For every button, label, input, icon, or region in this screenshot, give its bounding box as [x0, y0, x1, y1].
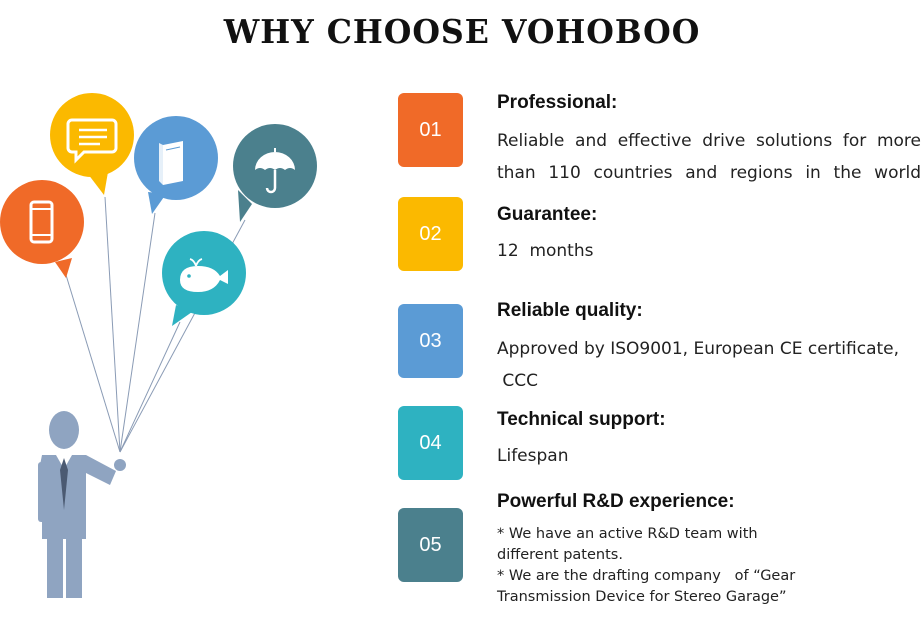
number-badge-01: 01 — [398, 93, 463, 167]
feature-reliable-quality: Reliable quality: Approved by ISO9001, E… — [497, 300, 921, 397]
necktie — [60, 458, 68, 510]
feature-title: Professional: — [497, 92, 618, 113]
feature-title: Powerful R&D experience: — [497, 491, 735, 512]
feature-professional: Professional: Reliable and effective dri… — [497, 92, 921, 189]
number-badge-03: 03 — [398, 304, 463, 378]
feature-title: Technical support: — [497, 409, 666, 430]
balloon-smartphone — [0, 180, 84, 278]
feature-bullet-line: Transmission Device for Stereo Garage” — [497, 589, 787, 605]
number-badge-05: 05 — [398, 508, 463, 582]
whale-icon — [180, 258, 228, 292]
balloon-umbrella — [233, 124, 317, 222]
businessman-figure — [38, 411, 126, 598]
book-icon — [159, 141, 183, 185]
chat-message-icon — [66, 118, 118, 164]
page-title: WHY CHOOSE VOHOBOO — [223, 12, 701, 51]
feature-guarantee: Guarantee: 12 months — [497, 204, 921, 267]
feature-description-line: 12 months — [497, 241, 594, 261]
number-badge-02: 02 — [398, 197, 463, 271]
feature-description-line: Lifespan — [497, 446, 569, 466]
feature-technical-support: Technical support: Lifespan — [497, 409, 921, 472]
smartphone-icon — [29, 200, 54, 244]
balloon-illustration — [0, 93, 317, 598]
feature-description-line: CCC — [497, 371, 539, 391]
feature-rd-experience: Powerful R&D experience: * We have an ac… — [497, 491, 921, 608]
feature-bullet-line: different patents. — [497, 547, 623, 563]
balloon-whale — [162, 231, 246, 326]
feature-title: Reliable quality: — [497, 300, 643, 321]
umbrella-icon — [255, 148, 295, 194]
feature-description-line: than 110 countries and regions in the wo… — [497, 163, 921, 183]
feature-bullet-line: * We have an active R&D team with — [497, 526, 758, 542]
number-badge-04: 04 — [398, 406, 463, 480]
feature-bullet-line: * We are the drafting company of “Gear — [497, 568, 796, 584]
feature-description-line: Approved by ISO9001, European CE certifi… — [497, 339, 900, 359]
balloon-book — [134, 116, 218, 214]
balloon-chat — [50, 93, 134, 195]
feature-title: Guarantee: — [497, 204, 598, 225]
feature-description-line: Reliable and effective drive solutions f… — [497, 131, 921, 151]
